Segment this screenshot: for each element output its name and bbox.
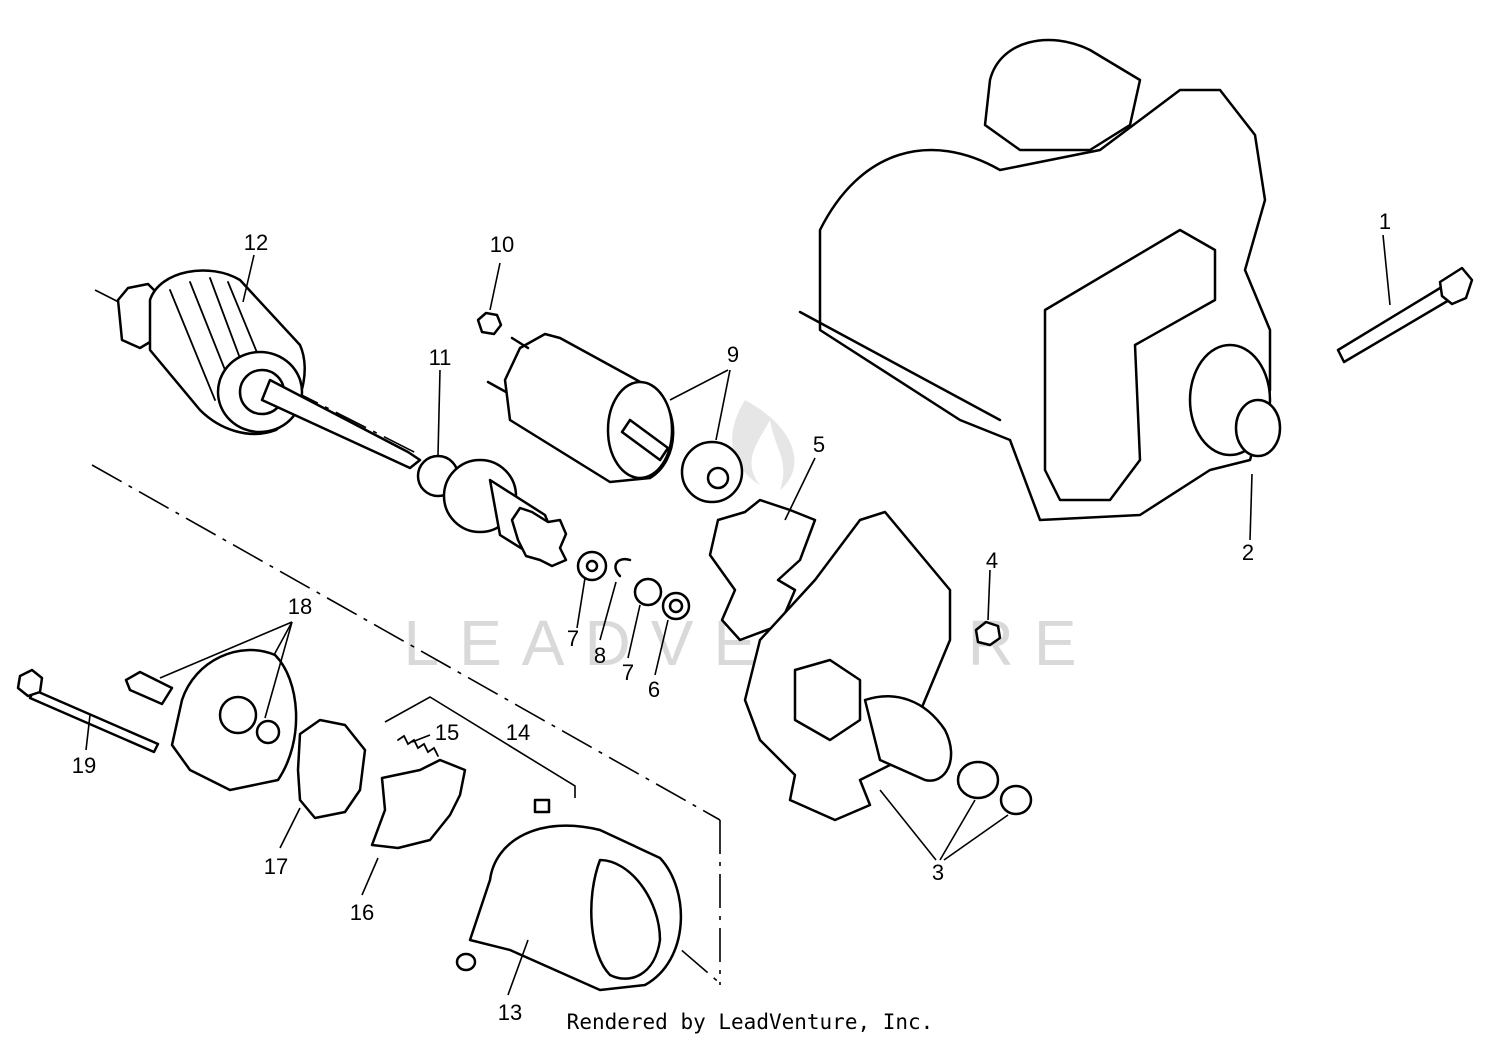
long-bolt — [16, 668, 160, 754]
callout-7b: 7 — [622, 660, 634, 685]
starter-assembly — [798, 38, 1282, 522]
callout-17: 17 — [264, 854, 288, 879]
callout-8: 8 — [594, 643, 606, 668]
callout-15: 15 — [435, 720, 459, 745]
callout-12: 12 — [244, 230, 268, 255]
drive-housing — [743, 510, 1033, 822]
callout-7a: 7 — [567, 626, 579, 651]
callout-18: 18 — [288, 594, 312, 619]
callout-9: 9 — [727, 342, 739, 367]
callout-13: 13 — [498, 1000, 522, 1025]
callout-5: 5 — [813, 432, 825, 457]
through-bolt — [1336, 266, 1474, 364]
armature — [116, 269, 422, 470]
solenoid-nut — [476, 311, 503, 336]
yoke — [455, 824, 683, 992]
callout-19: 19 — [72, 753, 96, 778]
retaining-rings — [576, 550, 691, 621]
pinion-clutch — [416, 454, 568, 568]
callout-14: 14 — [506, 720, 530, 745]
solenoid — [486, 332, 744, 504]
brush-holder — [370, 758, 467, 850]
mounting-nut — [974, 620, 1002, 647]
brush-spring — [397, 734, 439, 757]
end-frame — [124, 648, 298, 792]
callout-10: 10 — [490, 232, 514, 257]
callout-2: 2 — [1242, 540, 1254, 565]
callout-labels: 1 2 3 4 5 6 7 7 8 9 10 11 12 13 14 15 16… — [72, 209, 1391, 1025]
render-credit: Rendered by LeadVenture, Inc. — [566, 1010, 934, 1034]
callout-4: 4 — [986, 548, 998, 573]
brush-plate — [296, 718, 367, 820]
brush-connector — [533, 798, 551, 814]
brush-bracket-line — [384, 696, 576, 798]
callout-6: 6 — [648, 677, 660, 702]
callout-3: 3 — [932, 860, 944, 885]
callout-1: 1 — [1379, 209, 1391, 234]
callout-16: 16 — [350, 900, 374, 925]
leader-lines — [85, 234, 1391, 996]
shift-lever — [708, 498, 817, 642]
callout-11: 11 — [429, 345, 452, 370]
